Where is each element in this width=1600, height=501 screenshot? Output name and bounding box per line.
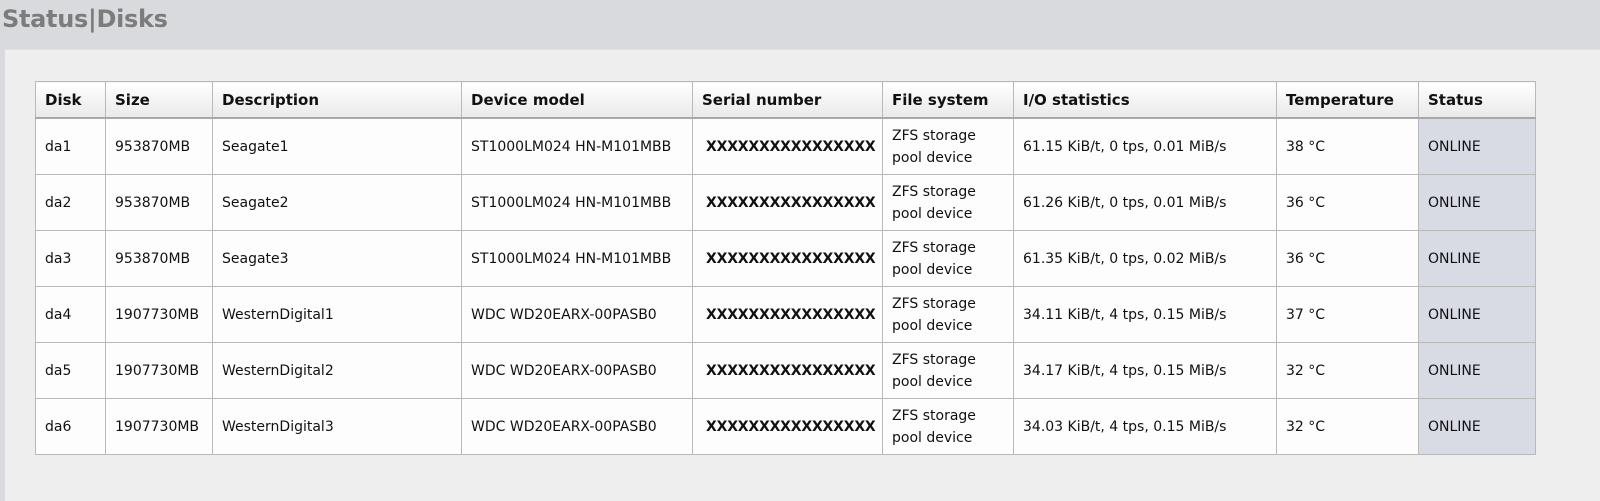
cell-serial-number: XXXXXXXXXXXXXXXX [692, 398, 883, 455]
cell-io-statistics: 34.03 KiB/t, 4 tps, 0.15 MiB/s [1013, 398, 1277, 455]
column-header-status: Status [1418, 81, 1536, 119]
cell-file-system: ZFS storage pool device [882, 174, 1014, 231]
cell-serial-number: XXXXXXXXXXXXXXXX [692, 342, 883, 399]
cell-io-statistics: 61.15 KiB/t, 0 tps, 0.01 MiB/s [1013, 117, 1277, 175]
cell-temperature: 38 °C [1276, 117, 1419, 175]
column-header-io-statistics: I/O statistics [1013, 81, 1277, 119]
page-title-separator: | [88, 5, 97, 33]
cell-io-statistics: 61.26 KiB/t, 0 tps, 0.01 MiB/s [1013, 174, 1277, 231]
column-header-file-system: File system [882, 81, 1014, 119]
cell-file-system: ZFS storage pool device [882, 117, 1014, 175]
cell-serial-number: XXXXXXXXXXXXXXXX [692, 117, 883, 175]
page-title-subsection: Disks [96, 5, 168, 33]
column-header-disk: Disk [35, 81, 106, 119]
table-row: da3 953870MB Seagate3 ST1000LM024 HN-M10… [35, 230, 1536, 287]
cell-status: ONLINE [1418, 398, 1536, 455]
cell-temperature: 32 °C [1276, 398, 1419, 455]
cell-io-statistics: 61.35 KiB/t, 0 tps, 0.02 MiB/s [1013, 230, 1277, 287]
cell-size: 953870MB [105, 230, 213, 287]
cell-temperature: 36 °C [1276, 174, 1419, 231]
table-row: da1 953870MB Seagate1 ST1000LM024 HN-M10… [35, 117, 1536, 175]
cell-device-model: ST1000LM024 HN-M101MBB [461, 174, 693, 231]
cell-temperature: 36 °C [1276, 230, 1419, 287]
cell-size: 953870MB [105, 117, 213, 175]
cell-status: ONLINE [1418, 117, 1536, 175]
disks-table: Disk Size Description Device model Seria… [35, 81, 1536, 455]
cell-size: 1907730MB [105, 398, 213, 455]
cell-description: Seagate1 [212, 117, 462, 175]
cell-status: ONLINE [1418, 230, 1536, 287]
cell-io-statistics: 34.11 KiB/t, 4 tps, 0.15 MiB/s [1013, 286, 1277, 343]
column-header-size: Size [105, 81, 213, 119]
cell-file-system: ZFS storage pool device [882, 342, 1014, 399]
cell-status: ONLINE [1418, 174, 1536, 231]
cell-description: WesternDigital3 [212, 398, 462, 455]
cell-disk: da1 [35, 117, 106, 175]
cell-size: 953870MB [105, 174, 213, 231]
cell-temperature: 32 °C [1276, 342, 1419, 399]
cell-disk: da5 [35, 342, 106, 399]
cell-description: Seagate3 [212, 230, 462, 287]
table-row: da6 1907730MB WesternDigital3 WDC WD20EA… [35, 398, 1536, 455]
content-panel: Disk Size Description Device model Seria… [5, 49, 1600, 501]
cell-file-system: ZFS storage pool device [882, 286, 1014, 343]
cell-disk: da2 [35, 174, 106, 231]
table-row: da5 1907730MB WesternDigital2 WDC WD20EA… [35, 342, 1536, 399]
cell-device-model: ST1000LM024 HN-M101MBB [461, 117, 693, 175]
column-header-description: Description [212, 81, 462, 119]
cell-serial-number: XXXXXXXXXXXXXXXX [692, 174, 883, 231]
cell-file-system: ZFS storage pool device [882, 398, 1014, 455]
cell-disk: da4 [35, 286, 106, 343]
page-title-section: Status [2, 5, 88, 33]
cell-io-statistics: 34.17 KiB/t, 4 tps, 0.15 MiB/s [1013, 342, 1277, 399]
column-header-serial-number: Serial number [692, 81, 883, 119]
cell-file-system: ZFS storage pool device [882, 230, 1014, 287]
cell-device-model: ST1000LM024 HN-M101MBB [461, 230, 693, 287]
column-header-temperature: Temperature [1276, 81, 1419, 119]
cell-device-model: WDC WD20EARX-00PASB0 [461, 342, 693, 399]
cell-disk: da3 [35, 230, 106, 287]
cell-device-model: WDC WD20EARX-00PASB0 [461, 286, 693, 343]
cell-status: ONLINE [1418, 342, 1536, 399]
cell-status: ONLINE [1418, 286, 1536, 343]
cell-serial-number: XXXXXXXXXXXXXXXX [692, 230, 883, 287]
table-row: da2 953870MB Seagate2 ST1000LM024 HN-M10… [35, 174, 1536, 231]
cell-description: Seagate2 [212, 174, 462, 231]
cell-description: WesternDigital1 [212, 286, 462, 343]
cell-disk: da6 [35, 398, 106, 455]
page-title: Status|Disks [2, 2, 168, 36]
cell-device-model: WDC WD20EARX-00PASB0 [461, 398, 693, 455]
table-row: da4 1907730MB WesternDigital1 WDC WD20EA… [35, 286, 1536, 343]
cell-size: 1907730MB [105, 342, 213, 399]
column-header-device-model: Device model [461, 81, 693, 119]
table-header-row: Disk Size Description Device model Seria… [35, 81, 1536, 119]
cell-size: 1907730MB [105, 286, 213, 343]
cell-temperature: 37 °C [1276, 286, 1419, 343]
cell-description: WesternDigital2 [212, 342, 462, 399]
cell-serial-number: XXXXXXXXXXXXXXXX [692, 286, 883, 343]
